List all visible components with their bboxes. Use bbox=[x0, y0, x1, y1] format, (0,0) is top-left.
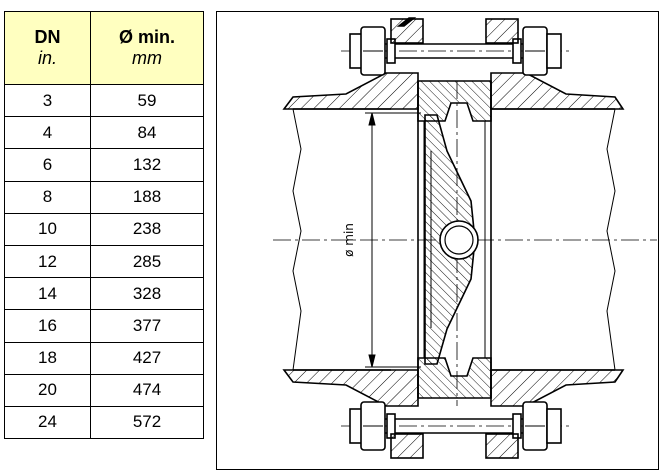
right-pipe bbox=[491, 108, 616, 371]
dn-header-label: DN bbox=[34, 27, 61, 47]
dmin-cell: 84 bbox=[90, 116, 204, 150]
dmin-cell: 427 bbox=[90, 341, 204, 375]
dmin-cell: 474 bbox=[90, 373, 204, 407]
dn-cell: 4 bbox=[4, 116, 91, 150]
dn-cell: 24 bbox=[4, 405, 91, 440]
bottom-bolt bbox=[349, 401, 562, 459]
dn-cell: 18 bbox=[4, 341, 91, 375]
dmin-header-unit: mm bbox=[132, 48, 162, 68]
dn-cell: 10 bbox=[4, 212, 91, 246]
dn-cell: 16 bbox=[4, 309, 91, 343]
dmin-cell: 188 bbox=[90, 180, 204, 214]
top-bolt bbox=[349, 17, 562, 76]
dn-cell: 12 bbox=[4, 244, 91, 279]
dimension-label: ø min bbox=[342, 223, 356, 257]
dmin-cell: 132 bbox=[90, 148, 204, 182]
dmin-cell: 572 bbox=[90, 405, 204, 440]
table-header-row: DN in. Ø min. mm bbox=[4, 11, 204, 85]
dmin-cell: 59 bbox=[90, 83, 204, 118]
dimension-annotation bbox=[365, 112, 421, 368]
dmin-cell: 328 bbox=[90, 277, 204, 311]
dn-cell: 6 bbox=[4, 148, 91, 182]
shaft-hub bbox=[439, 220, 479, 260]
right-flange bbox=[490, 72, 625, 407]
dmin-cell: 238 bbox=[90, 212, 204, 246]
dn-cell: 14 bbox=[4, 277, 91, 311]
dmin-cell: 377 bbox=[90, 309, 204, 343]
dn-header-unit: in. bbox=[37, 48, 57, 68]
dn-cell: 20 bbox=[4, 373, 91, 407]
valve-cross-section-drawing: ø min bbox=[273, 17, 657, 459]
dn-cell: 3 bbox=[4, 83, 91, 118]
dmin-cell: 285 bbox=[90, 244, 204, 279]
dmin-header: Ø min. mm bbox=[90, 11, 204, 85]
valve-drawing-frame: ø min bbox=[216, 11, 659, 470]
valve-body bbox=[417, 80, 492, 399]
dmin-header-label: Ø min. bbox=[118, 27, 175, 47]
dn-header: DN in. bbox=[4, 11, 91, 85]
dn-cell: 8 bbox=[4, 180, 91, 214]
